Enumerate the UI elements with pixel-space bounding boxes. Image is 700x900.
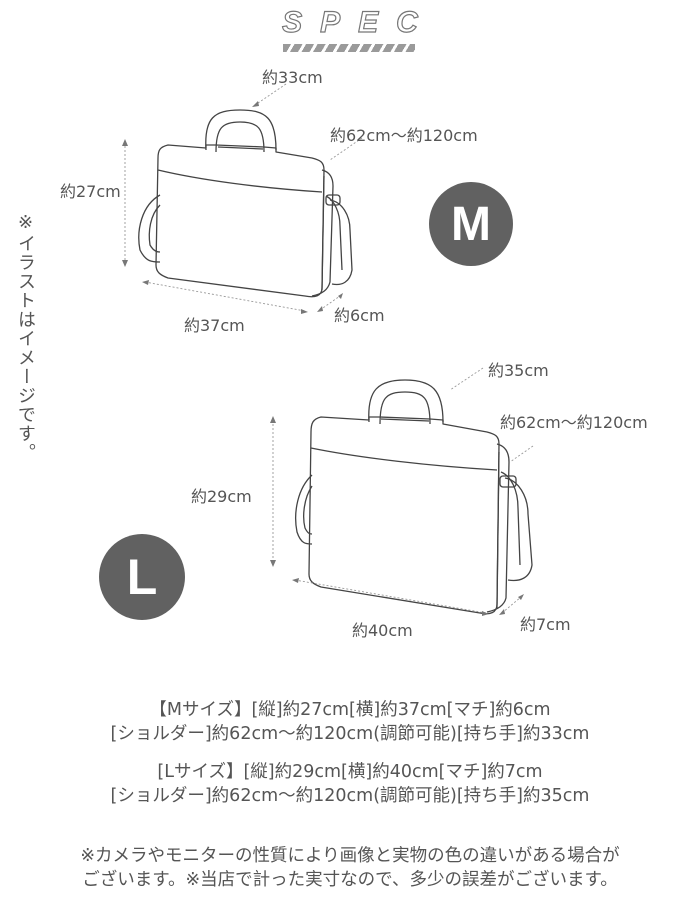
spec-m-line1: 【Mサイズ】[縦]約27cm[横]約37cm[マチ]約6cm bbox=[149, 700, 551, 720]
disclaimer-line1: ※カメラやモニターの性質により画像と実物の色の違いがある場合が bbox=[80, 846, 620, 866]
spec-m-line2: [ショルダー]約62cm～約120cm(調節可能)[持ち手]約33cm bbox=[110, 724, 590, 744]
spec-title: SPEC bbox=[282, 5, 436, 39]
spec-l-block: [Lサイズ】[縦]約29cm[横]約40cm[マチ]約7cm [ショルダー]約6… bbox=[0, 760, 700, 808]
spec-l-line1: [Lサイズ】[縦]約29cm[横]約40cm[マチ]約7cm bbox=[157, 762, 543, 782]
m-depth-label: 約6cm bbox=[334, 306, 385, 325]
l-shoulder-length-label: 約62cm～約120cm bbox=[500, 413, 648, 432]
m-width-label: 約37cm bbox=[184, 316, 245, 335]
disclaimer-line2: ございます。※当店で計った実寸なので、多少の誤差がございます。 bbox=[82, 870, 618, 890]
m-shoulder-length-label: 約62cm～約120cm bbox=[330, 126, 478, 145]
size-m-badge: M bbox=[429, 182, 513, 266]
spec-l-line2: [ショルダー]約62cm～約120cm(調節可能)[持ち手]約35cm bbox=[110, 786, 590, 806]
l-height-label: 約29cm bbox=[191, 487, 252, 506]
l-depth-label: 約7cm bbox=[520, 615, 571, 634]
spec-m-block: 【Mサイズ】[縦]約27cm[横]約37cm[マチ]約6cm [ショルダー]約6… bbox=[0, 698, 700, 746]
l-width-label: 約40cm bbox=[352, 621, 413, 640]
m-height-label: 約27cm bbox=[60, 182, 121, 201]
color-disclaimer: ※カメラやモニターの性質により画像と実物の色の違いがある場合が ございます。※当… bbox=[0, 844, 700, 892]
size-l-badge: L bbox=[99, 534, 185, 620]
spec-title-underline bbox=[283, 44, 415, 52]
m-handle-length-label: 約33cm bbox=[262, 68, 323, 87]
l-handle-length-label: 約35cm bbox=[488, 361, 549, 380]
illustration-note: ※イラストはイメージです。 bbox=[15, 212, 36, 462]
